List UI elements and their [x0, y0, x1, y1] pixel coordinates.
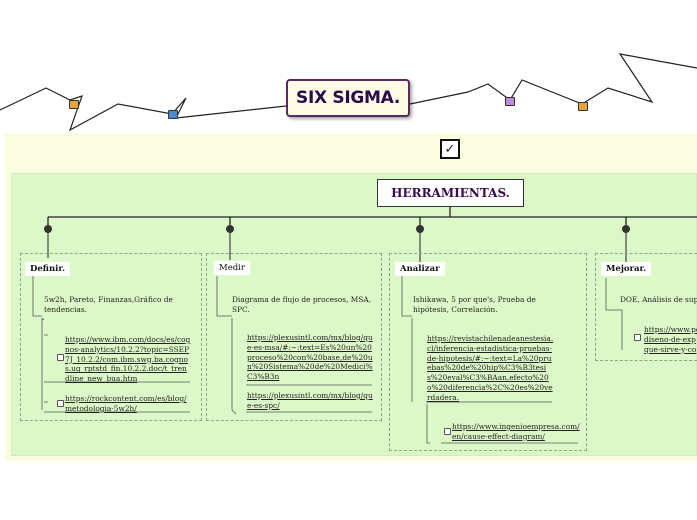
- link-hipotesis[interactable]: https://revistachilenadeanestesia.cl/inf…: [427, 334, 554, 402]
- branch-note-medir: Diagrama de flujo de procesos, MSA, SPC.: [232, 295, 372, 314]
- link-spc[interactable]: https://plexusintl.com/mx/blog/que-es-sp…: [247, 391, 373, 410]
- attachment-icon: [505, 97, 515, 106]
- link-diseno-experimentos[interactable]: https://www.po diseno-de-exp que-sirve-y…: [644, 325, 697, 354]
- branch-dot: [44, 225, 52, 233]
- root-title: SIX SIGMA.: [296, 88, 400, 108]
- branch-title-medir[interactable]: Medir: [214, 261, 250, 276]
- tools-title: HERRAMIENTAS.: [391, 186, 510, 200]
- branch-dot: [416, 225, 424, 233]
- branch-medir: [206, 253, 382, 421]
- link-checkbox[interactable]: [57, 354, 64, 361]
- root-topic[interactable]: SIX SIGMA.: [286, 79, 410, 117]
- check-icon: ✓: [444, 141, 456, 157]
- branch-analizar: [389, 253, 587, 451]
- branch-title-analizar[interactable]: Analizar: [395, 262, 445, 277]
- branch-title-definir[interactable]: Definir.: [25, 262, 71, 277]
- branch-mejorar: [595, 253, 697, 361]
- link-checkbox[interactable]: [57, 400, 64, 407]
- link-checkbox[interactable]: [444, 428, 451, 435]
- branch-note-analizar: Ishikawa, 5 por que's, Prueba de hipótes…: [413, 295, 536, 314]
- branch-title-mejorar[interactable]: Mejorar.: [601, 262, 652, 277]
- link-cause-effect[interactable]: https://www.ingenioempresa.com/en/cause-…: [452, 422, 580, 441]
- attachment-icon: [69, 100, 79, 109]
- branch-definir: [20, 253, 202, 421]
- attachment-icon: [578, 102, 588, 111]
- branch-dot: [226, 225, 234, 233]
- link-checkbox[interactable]: [634, 334, 641, 341]
- branch-dot: [622, 225, 630, 233]
- green-panel: [11, 173, 697, 456]
- link-5w2h[interactable]: https://rockcontent.com/es/blog/metodolo…: [65, 394, 187, 413]
- link-msa[interactable]: https://plexusintl.com/mx/blog/que-es-ms…: [247, 333, 373, 382]
- attachment-icon: [168, 110, 178, 119]
- link-ibm-trendline[interactable]: https://www.ibm.com/docs/es/cognos-analy…: [65, 335, 191, 384]
- branch-note-definir: 5w2h, Pareto, Finanzas,Gráfico de tenden…: [44, 295, 173, 314]
- tools-topic[interactable]: HERRAMIENTAS.: [377, 179, 524, 207]
- branch-note-mejorar: DOE, Análisis de supe: [620, 295, 697, 304]
- checkbox[interactable]: ✓: [440, 139, 460, 159]
